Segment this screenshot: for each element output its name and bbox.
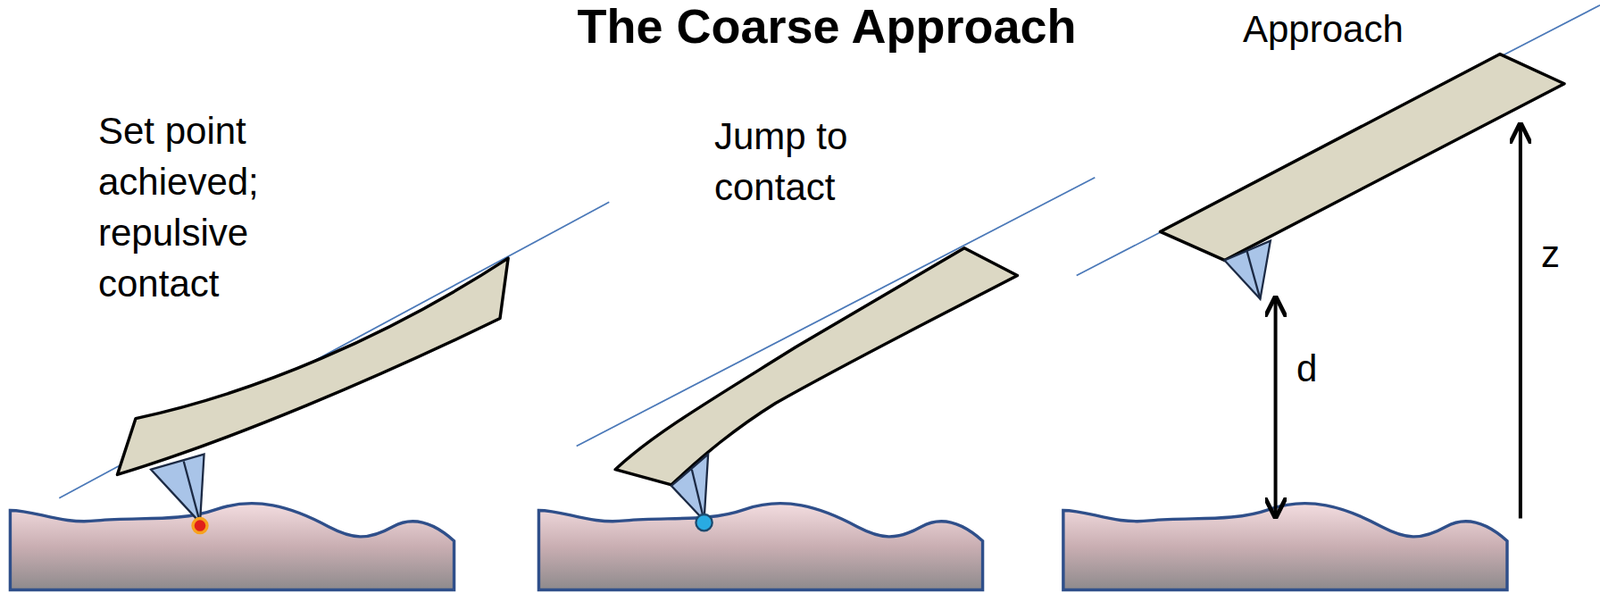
contact-point: [192, 518, 208, 534]
afm-tip-edge: [691, 469, 705, 521]
dimension-label: z: [1541, 228, 1560, 280]
sample-surface: [9, 503, 454, 591]
reference-line: [576, 177, 1096, 447]
distance-arrow: [1274, 298, 1278, 517]
diagram-title: The Coarse Approach: [576, 0, 1076, 54]
dimension-label: d: [1296, 342, 1317, 394]
cantilever: [1159, 54, 1565, 261]
afm-tip: [150, 454, 204, 524]
sample-surface: [538, 503, 983, 591]
cantilever: [615, 248, 1017, 485]
sample-surface: [1063, 503, 1508, 591]
afm-tip-edge: [1247, 250, 1261, 300]
stage-label: Set point achieved; repulsive contact: [98, 105, 313, 309]
stage-label: Jump to contact: [714, 110, 907, 213]
afm-tip-edge: [183, 461, 200, 524]
contact-point: [695, 514, 712, 531]
height-arrow: [1518, 124, 1523, 518]
stage-label: Approach: [1242, 3, 1404, 55]
afm-tip: [671, 454, 709, 521]
afm-tip: [1224, 241, 1270, 300]
